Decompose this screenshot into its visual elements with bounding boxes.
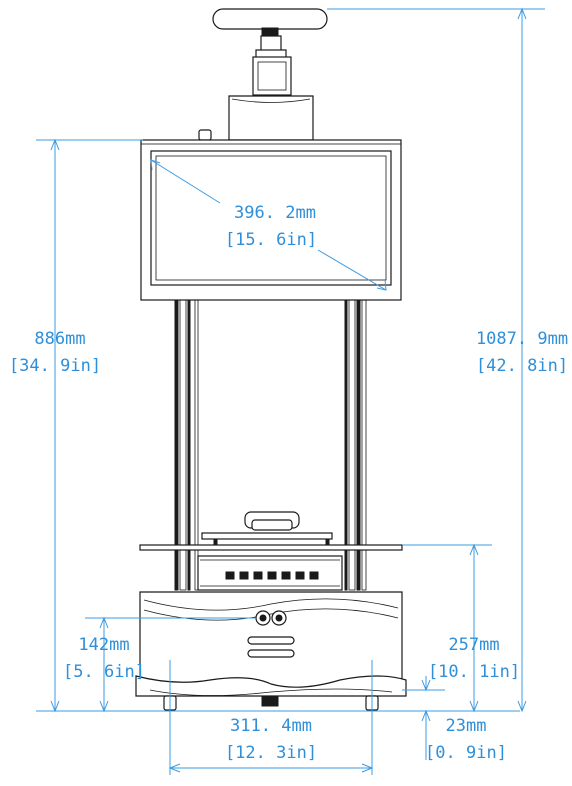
dimension-clearance: 23mm [0. 9in]	[402, 676, 507, 763]
dimension-wheel-track: 311. 4mm [12. 3in]	[168, 660, 374, 775]
display-screen	[150, 150, 392, 286]
main-plate	[139, 544, 403, 551]
upper-tray	[201, 532, 333, 540]
power-knob	[198, 129, 212, 141]
camera-head	[252, 56, 292, 96]
clearance-imperial: [0. 9in]	[425, 743, 507, 763]
vent-slots	[247, 636, 295, 658]
front-height-imperial: [5. 6in]	[63, 662, 145, 682]
total-height-value: 1087. 9mm	[476, 329, 568, 349]
clearance-value: 23mm	[446, 716, 487, 736]
robot-outline	[36, 8, 520, 712]
wheel-track-imperial: [12. 3in]	[225, 743, 317, 763]
dimension-total-height: 1087. 9mm [42. 8in]	[327, 7, 568, 713]
total-height-imperial: [42. 8in]	[476, 356, 568, 376]
bumper	[135, 675, 407, 697]
base-height-value: 257mm	[448, 635, 499, 655]
dimension-screen-diagonal: 396. 2mm [15. 6in]	[150, 159, 387, 291]
front-height-value: 142mm	[78, 635, 129, 655]
top-antenna-bar	[212, 8, 328, 30]
dimension-base-height: 257mm [10. 1in]	[402, 543, 520, 713]
screen-diagonal-value: 396. 2mm	[234, 203, 316, 223]
dimension-tray-height: 886mm [34. 9in]	[9, 138, 143, 713]
tray-height-imperial: [34. 9in]	[9, 356, 101, 376]
support-pillars	[174, 299, 367, 591]
wheel-track-value: 311. 4mm	[230, 716, 312, 736]
dimension-front-height: 142mm [5. 6in]	[63, 616, 256, 713]
tray-height-value: 886mm	[34, 329, 85, 349]
screen-diagonal-imperial: [15. 6in]	[225, 230, 317, 250]
wheels	[163, 695, 379, 711]
base-height-imperial: [10. 1in]	[428, 662, 520, 682]
